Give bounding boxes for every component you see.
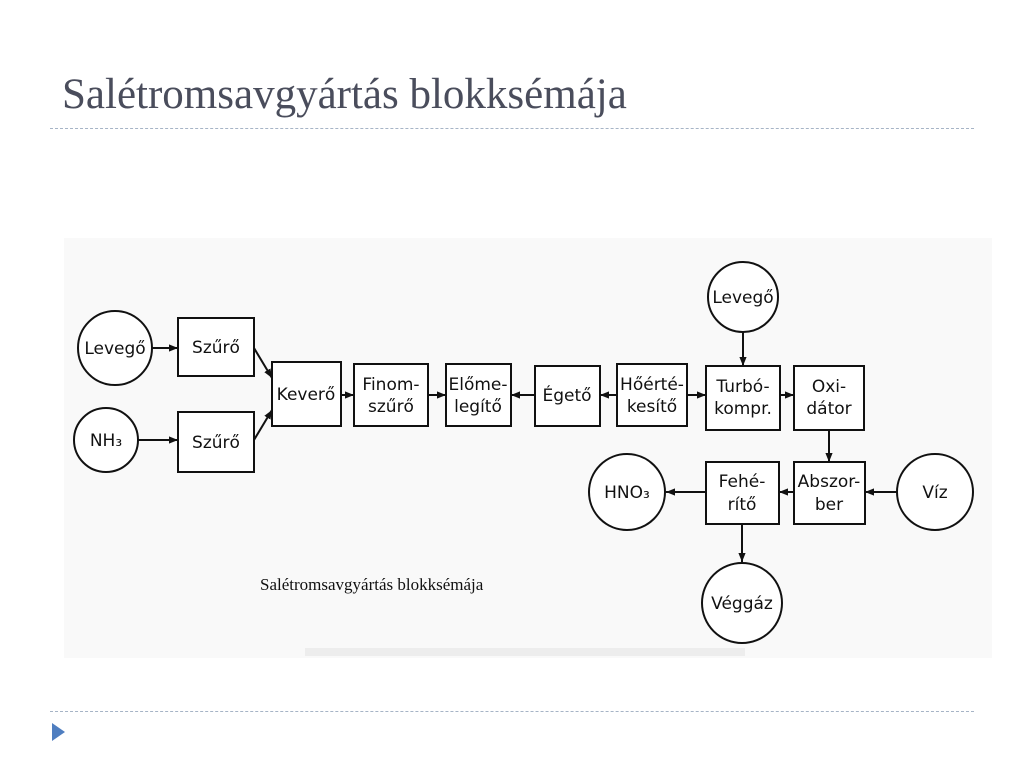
svg-text:Turbó-: Turbó- (715, 377, 769, 397)
svg-text:Keverő: Keverő (277, 385, 336, 405)
play-icon[interactable] (52, 723, 65, 741)
node-szuro-top: Szűrő (177, 317, 255, 377)
svg-text:dátor: dátor (806, 399, 851, 419)
node-feherito: Fehé- rítő (705, 461, 780, 525)
node-abszorber: Abszor- ber (793, 461, 866, 525)
svg-text:kompr.: kompr. (714, 399, 772, 419)
svg-text:kesítő: kesítő (627, 397, 677, 417)
svg-text:Finom-: Finom- (362, 375, 419, 395)
edge-szuro-kevero-bottom (253, 409, 273, 441)
scan-strip (305, 648, 745, 656)
svg-text:Szűrő: Szűrő (192, 338, 240, 358)
node-nh3: NH₃ (73, 407, 139, 473)
node-egeto: Égető (534, 365, 601, 427)
svg-text:Előme-: Előme- (448, 375, 507, 395)
node-levego-top: Levegő (707, 261, 779, 333)
node-finomszuro: Finom- szűrő (353, 363, 429, 427)
node-hoertekesito: Hőérté- kesítő (616, 363, 688, 427)
svg-text:Szűrő: Szűrő (192, 433, 240, 453)
node-viz: Víz (896, 453, 974, 531)
svg-text:Levegő: Levegő (84, 339, 145, 359)
svg-text:Égető: Égető (542, 384, 591, 406)
node-veggaz: Véggáz (701, 562, 783, 644)
svg-text:Víz: Víz (922, 483, 947, 503)
svg-text:Hőérté-: Hőérté- (620, 375, 684, 395)
edge-szuro-kevero-top (253, 347, 273, 379)
svg-text:Véggáz: Véggáz (711, 594, 773, 614)
node-oxidator: Oxi- dátor (793, 365, 865, 431)
diagram-caption: Salétromsavgyártás blokksémája (260, 575, 484, 594)
node-szuro-bottom: Szűrő (177, 411, 255, 473)
diagram-edges (138, 332, 897, 562)
svg-text:ber: ber (815, 495, 843, 515)
svg-text:Abszor-: Abszor- (798, 472, 861, 492)
svg-text:Fehé-: Fehé- (719, 472, 766, 492)
svg-text:HNO₃: HNO₃ (604, 483, 650, 503)
node-elomelegito: Előme- legítő (445, 363, 512, 427)
node-kevero: Keverő (271, 361, 342, 427)
title-divider (50, 128, 974, 129)
svg-text:Levegő: Levegő (712, 288, 773, 308)
svg-text:rítő: rítő (728, 495, 757, 515)
svg-text:szűrő: szűrő (368, 397, 414, 417)
svg-text:Oxi-: Oxi- (812, 377, 846, 397)
node-turbokompr: Turbó- kompr. (705, 365, 781, 431)
slide-title: Salétromsavgyártás blokksémája (62, 71, 627, 118)
node-hno3: HNO₃ (588, 453, 666, 531)
footer-divider (50, 711, 974, 712)
svg-text:NH₃: NH₃ (90, 431, 122, 451)
node-levego-left: Levegő (77, 310, 153, 386)
svg-text:legítő: legítő (454, 397, 502, 417)
